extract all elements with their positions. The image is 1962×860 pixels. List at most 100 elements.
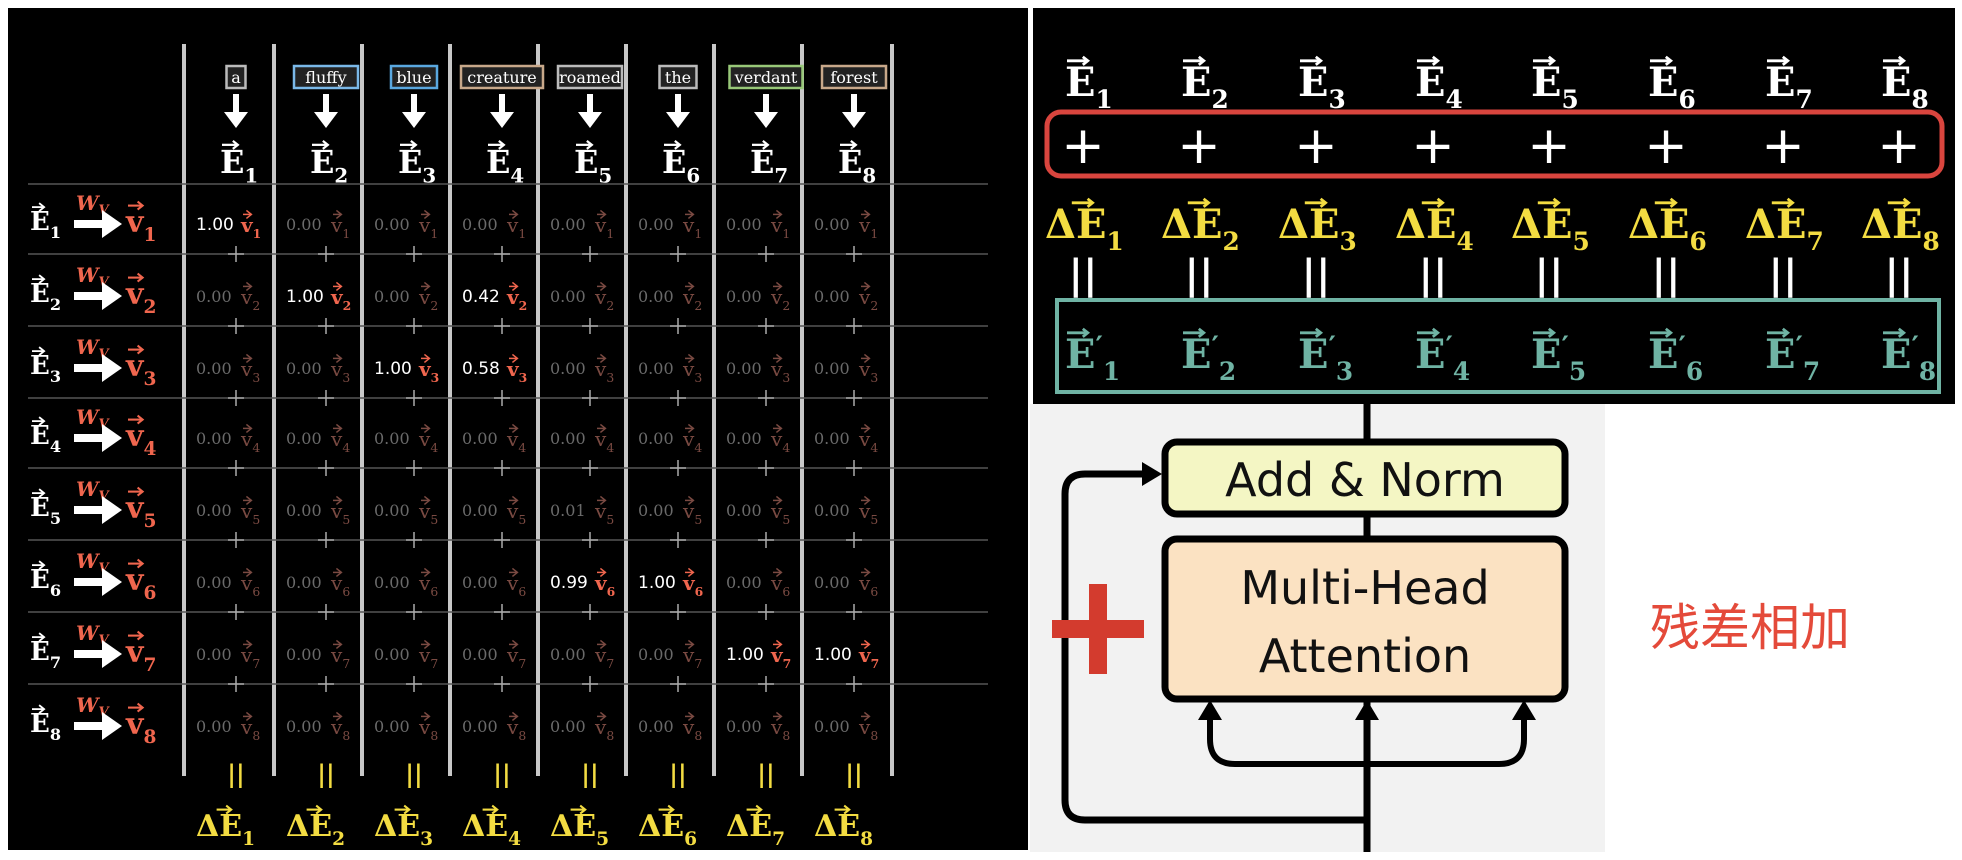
token-header: verdant (728, 64, 804, 128)
svg-text:v3: v3 (594, 357, 614, 385)
cell-value-vector: v8 (770, 711, 790, 743)
svg-text:1.00: 1.00 (196, 215, 234, 235)
token-word: creature (467, 68, 536, 87)
cell-value-vector: v1 (240, 209, 261, 241)
svg-text:ΔE4: ΔE4 (1395, 201, 1474, 256)
cell-value-vector: v4 (858, 423, 878, 455)
attention-label-line2: Attention (1259, 629, 1471, 683)
svg-text:0.00: 0.00 (286, 429, 322, 448)
svg-text:v6: v6 (240, 571, 260, 599)
svg-text:v6: v6 (770, 571, 790, 599)
arrowhead-right (1512, 700, 1536, 720)
svg-text:0.00: 0.00 (814, 287, 850, 306)
svg-text:v5: v5 (506, 499, 526, 527)
equals-sign: || (1651, 251, 1680, 298)
delta-embedding-label: ΔE7 (726, 804, 785, 850)
svg-text:v5: v5 (682, 499, 702, 527)
token-header: roamed (556, 64, 624, 128)
svg-text:0.00: 0.00 (196, 359, 232, 378)
down-arrow-icon (233, 94, 239, 114)
cell-value-vector: v4 (330, 423, 350, 455)
down-arrow-icon (411, 94, 417, 114)
svg-text:ΔE2: ΔE2 (286, 809, 345, 850)
equals-sign: || (757, 759, 774, 788)
cell-value-vector: v4 (240, 423, 260, 455)
row-embedding-label: E1 (30, 202, 61, 242)
embedding-header-label: E6 (662, 139, 700, 188)
cell-value-vector: v1 (330, 209, 350, 241)
svg-text:0.00: 0.00 (550, 287, 586, 306)
svg-text:0.00: 0.00 (726, 501, 762, 520)
svg-text:0.00: 0.00 (550, 359, 586, 378)
svg-text:E′8: E′8 (1881, 330, 1936, 386)
svg-text:0.99: 0.99 (550, 573, 588, 593)
svg-text:E3: E3 (30, 351, 61, 386)
svg-text:0.00: 0.00 (286, 573, 322, 592)
cell-value-vector: v7 (506, 639, 526, 671)
top-delta-embedding-label: ΔE8 (1861, 197, 1940, 256)
svg-text:0.58: 0.58 (462, 359, 500, 379)
cell-value-vector: v1 (418, 209, 438, 241)
cell-value-vector: v4 (594, 423, 614, 455)
svg-text:v1: v1 (418, 213, 438, 241)
top-delta-embedding-label: ΔE2 (1161, 197, 1240, 256)
transformer-block-diagram: Add & Norm Multi-Head Attention (1030, 404, 1605, 852)
token-header: forest (820, 64, 888, 128)
svg-text:v1: v1 (506, 213, 526, 241)
svg-text:v4: v4 (125, 419, 156, 460)
svg-text:v7: v7 (330, 643, 350, 671)
svg-text:v3: v3 (418, 357, 439, 385)
row-embedding-label: E6 (30, 560, 61, 600)
svg-text:v7: v7 (125, 635, 156, 676)
top-embedding-label: E2 (1181, 55, 1229, 114)
svg-text:v2: v2 (330, 285, 351, 313)
cell-value-vector: v6 (858, 567, 878, 599)
svg-text:0.00: 0.00 (638, 645, 674, 664)
cell-value-vector: v8 (594, 711, 614, 743)
svg-text:0.00: 0.00 (196, 573, 232, 592)
svg-text:1.00: 1.00 (726, 645, 764, 665)
svg-text:0.00: 0.00 (286, 359, 322, 378)
svg-text:E4: E4 (30, 421, 61, 456)
residual-arrowhead (1142, 462, 1162, 486)
svg-text:v1: v1 (125, 205, 156, 246)
svg-text:v2: v2 (770, 285, 790, 313)
cell-value-vector: v2 (594, 281, 614, 313)
svg-text:v3: v3 (125, 349, 156, 390)
svg-text:0.00: 0.00 (726, 359, 762, 378)
token-word: forest (830, 68, 878, 87)
svg-text:v2: v2 (125, 277, 156, 318)
equals-sign: || (1068, 251, 1097, 298)
svg-text:v8: v8 (770, 715, 790, 743)
svg-text:ΔE2: ΔE2 (1161, 201, 1240, 256)
top-delta-embedding-label: ΔE6 (1628, 197, 1707, 256)
cell-value-vector: v8 (330, 711, 350, 743)
svg-text:0.00: 0.00 (814, 501, 850, 520)
svg-text:E3: E3 (1298, 59, 1346, 114)
embedding-header-label: E4 (486, 139, 524, 188)
down-arrow-icon (499, 94, 505, 114)
equals-sign: || (845, 759, 862, 788)
svg-text:v1: v1 (858, 213, 878, 241)
svg-text:0.00: 0.00 (286, 717, 322, 736)
cell-value-vector: v3 (330, 353, 350, 385)
output-embedding-label: E′6 (1648, 327, 1703, 386)
add-norm-label: Add & Norm (1225, 453, 1505, 507)
svg-text:0.00: 0.00 (638, 359, 674, 378)
svg-text:E7: E7 (30, 637, 61, 672)
row-value-label: v1 (125, 200, 156, 246)
cell-value-vector: v8 (682, 711, 702, 743)
token-word: verdant (734, 68, 798, 87)
svg-text:v8: v8 (682, 715, 702, 743)
embedding-header-label: E2 (310, 139, 348, 188)
equals-sign: || (405, 759, 422, 788)
svg-text:v8: v8 (125, 707, 156, 748)
token-word: blue (396, 68, 431, 87)
matrix-cell: 0.00 v3 (550, 353, 614, 406)
svg-text:0.00: 0.00 (638, 717, 674, 736)
